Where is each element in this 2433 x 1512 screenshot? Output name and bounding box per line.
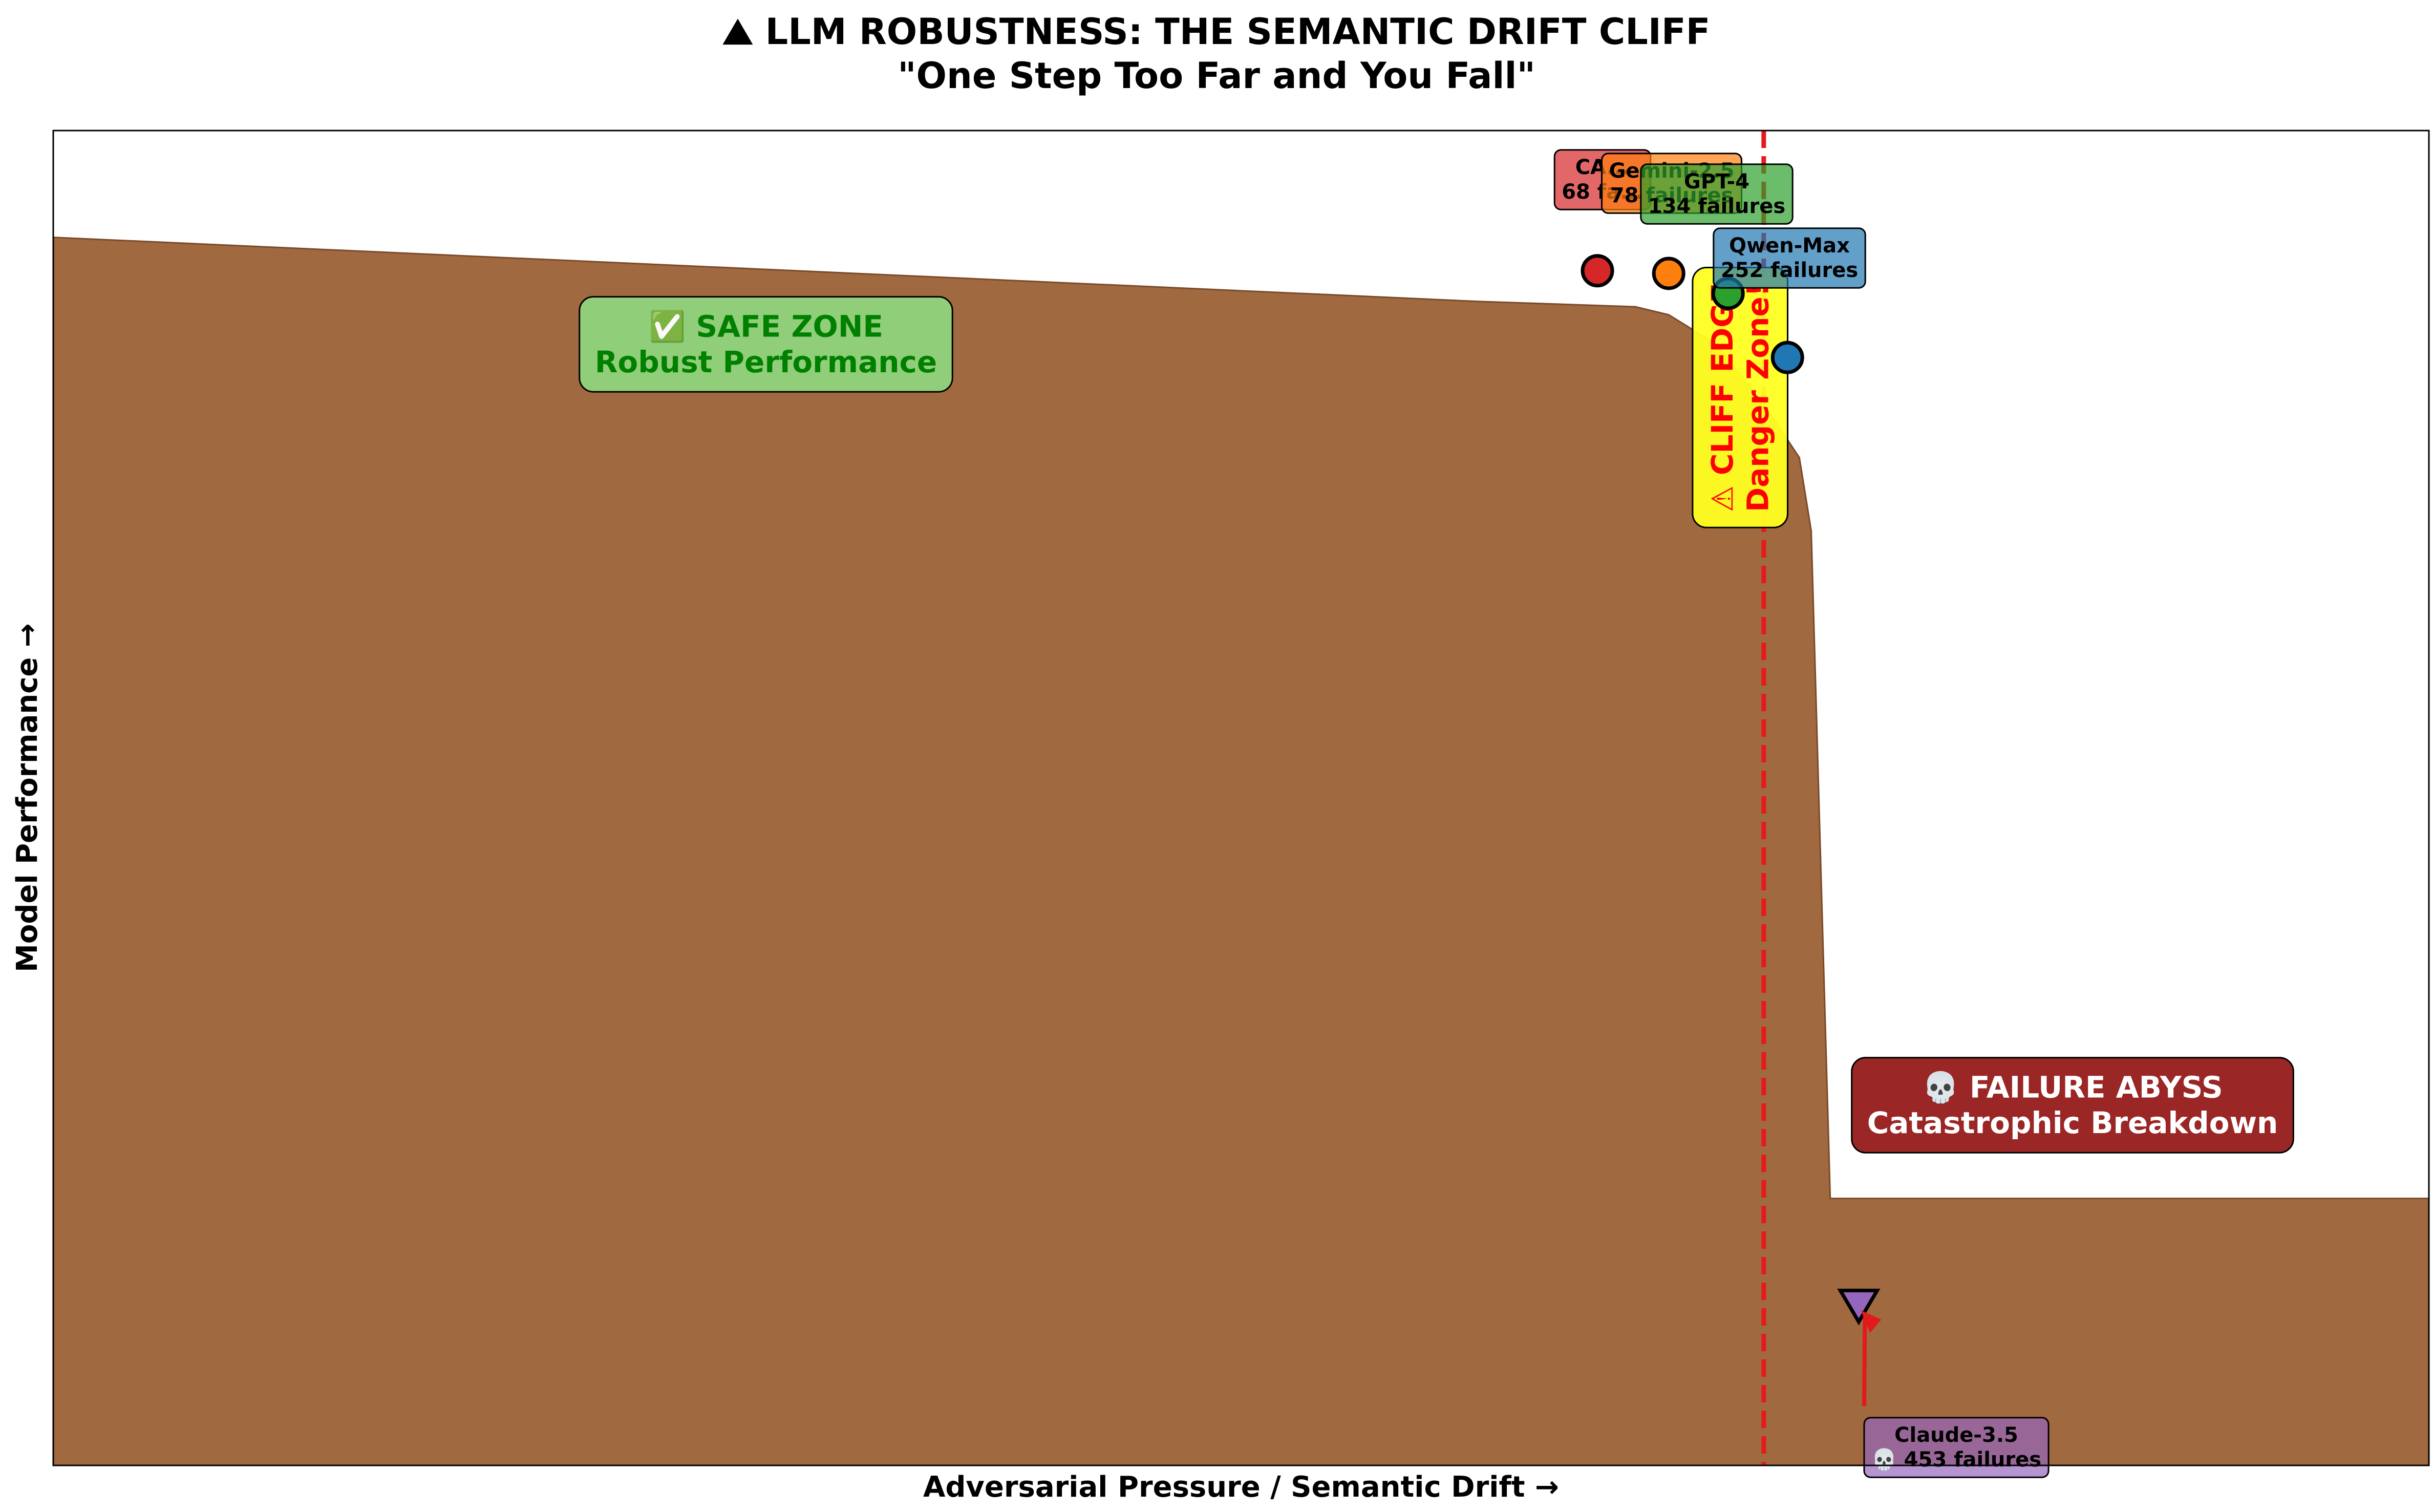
y-axis-label: Model Performance → [11, 623, 44, 972]
label-claude-3-5: Claude-3.5💀 453 failures [1863, 1417, 2050, 1478]
claude-arrow-line [1862, 1317, 1867, 1407]
marker-ca [1581, 254, 1614, 288]
label-claude-3-5-box [1863, 1417, 2050, 1478]
marker-gemini-2-5 [1652, 257, 1685, 290]
label-claude-3-5-text: Claude-3.5💀 453 failures [1871, 1423, 2041, 1472]
axes-frame [52, 130, 2430, 1466]
failure-abyss-annotation-box [1851, 1057, 2294, 1154]
chart-subtitle: "One Step Too Far and You Fall" [898, 55, 1535, 97]
label-gpt-4-box [1640, 163, 1794, 225]
claude-arrow-head [1861, 1310, 1882, 1333]
marker-claude-3-5 [1837, 1288, 1881, 1326]
chart-title: ⛰ LLM ROBUSTNESS: THE SEMANTIC DRIFT CLI… [722, 11, 1711, 53]
cliff-edge-annotation: ⚠ CLIFF EDGEDanger Zone! [1692, 267, 1788, 528]
x-axis-label: Adversarial Pressure / Semantic Drift → [923, 1471, 1559, 1504]
safe-zone-annotation-box [579, 296, 953, 393]
marker-qwen-max [1770, 340, 1804, 374]
label-qwen-max-box [1713, 227, 1866, 289]
cliff-layer [52, 236, 2430, 1466]
cliff-area [52, 236, 2430, 1466]
model-label-layer: CA...68 fa...Gemini-2.578 failuresGPT-41… [1553, 149, 2050, 1478]
cliff-edge-annotation-text: ⚠ CLIFF EDGEDanger Zone! [1705, 283, 1776, 513]
